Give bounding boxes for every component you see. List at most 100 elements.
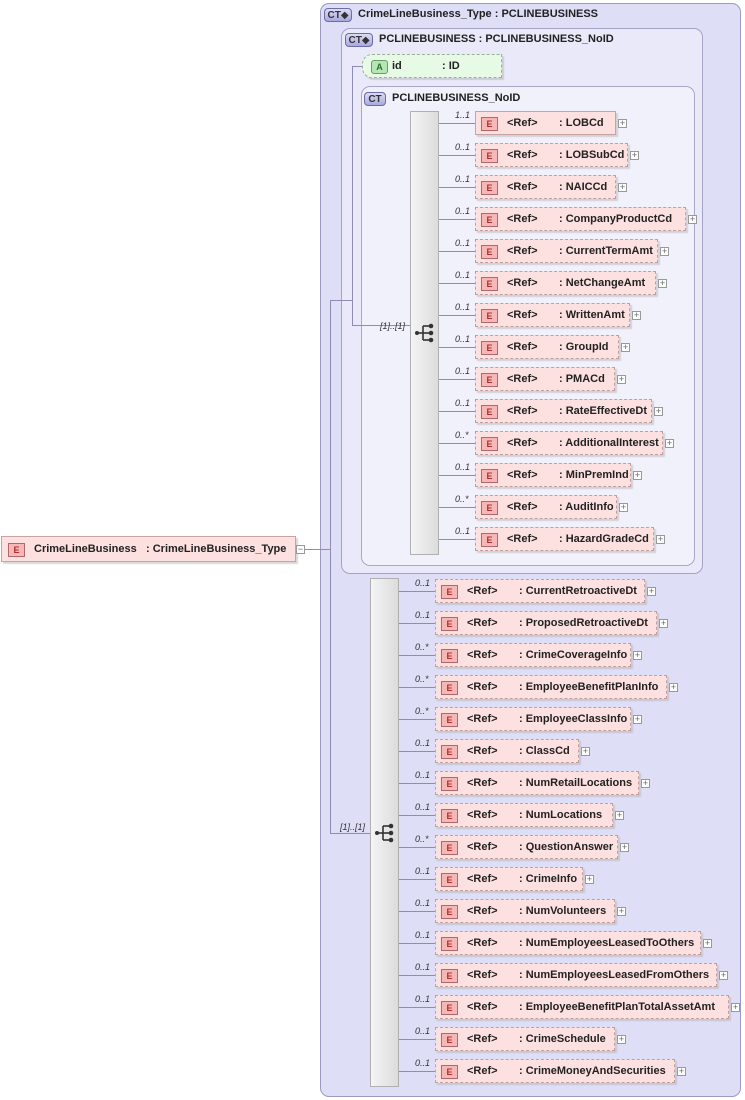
element-badge-icon: E: [481, 373, 498, 387]
plus-expand-icon[interactable]: +: [688, 214, 697, 224]
element-badge-icon: E: [441, 937, 458, 951]
plus-expand-icon[interactable]: +: [731, 1002, 740, 1012]
element-ref-row[interactable]: E<Ref>: NumEmployeesLeasedFromOthers: [435, 963, 717, 987]
element-ref-label: <Ref>: [467, 873, 498, 885]
ct-expanded-icon[interactable]: CT◆: [324, 8, 352, 22]
element-connector-line: [439, 379, 475, 380]
plus-expand-icon[interactable]: +: [620, 842, 629, 852]
element-ref-label: <Ref>: [467, 617, 498, 629]
element-badge-icon: E: [441, 809, 458, 823]
element-ref-row[interactable]: E<Ref>: LOBCd: [475, 111, 616, 135]
element-ref-row[interactable]: E<Ref>: EmployeeBenefitPlanTotalAssetAmt: [435, 995, 729, 1019]
element-ref-row[interactable]: E<Ref>: AuditInfo: [475, 495, 617, 519]
noid-type-title: PCLINEBUSINESS_NoID: [392, 92, 521, 104]
element-ref-label: <Ref>: [507, 405, 538, 417]
element-ref-row[interactable]: E<Ref>: CrimeInfo: [435, 867, 583, 891]
element-cardinality: 0..1: [415, 866, 431, 876]
root-element-crimelinebusiness[interactable]: E CrimeLineBusiness : CrimeLineBusiness_…: [1, 536, 296, 562]
attribute-id[interactable]: A id : ID: [362, 54, 502, 78]
plus-expand-icon[interactable]: +: [632, 310, 641, 320]
element-connector-line: [399, 847, 435, 848]
element-ref-row[interactable]: E<Ref>: NetChangeAmt: [475, 271, 656, 295]
element-badge-icon: E: [441, 585, 458, 599]
plus-expand-icon[interactable]: +: [658, 278, 667, 288]
plus-expand-icon[interactable]: +: [619, 502, 628, 512]
element-cardinality: 0..*: [415, 674, 429, 684]
plus-expand-icon[interactable]: +: [656, 534, 665, 544]
plus-expand-icon[interactable]: +: [660, 246, 669, 256]
element-ref-label: <Ref>: [467, 585, 498, 597]
element-connector-line: [439, 443, 475, 444]
element-ref-row[interactable]: E<Ref>: CurrentRetroactiveDt: [435, 579, 645, 603]
element-ref-name: : NAICCd: [559, 181, 608, 193]
plus-expand-icon[interactable]: +: [659, 618, 668, 628]
plus-expand-icon[interactable]: +: [677, 1066, 686, 1076]
element-ref-row[interactable]: E<Ref>: NAICCd: [475, 175, 616, 199]
element-ref-label: <Ref>: [467, 809, 498, 821]
plus-expand-icon[interactable]: +: [669, 682, 678, 692]
plus-expand-icon[interactable]: +: [647, 586, 656, 596]
element-ref-row[interactable]: E<Ref>: WrittenAmt: [475, 303, 630, 327]
ct-expanded-icon[interactable]: CT◆: [345, 33, 373, 47]
plus-expand-icon[interactable]: +: [633, 470, 642, 480]
plus-expand-icon[interactable]: +: [585, 874, 594, 884]
element-ref-row[interactable]: E<Ref>: CompanyProductCd: [475, 207, 686, 231]
plus-expand-icon[interactable]: +: [630, 150, 639, 160]
element-connector-line: [439, 475, 475, 476]
plus-expand-icon[interactable]: +: [633, 650, 642, 660]
plus-expand-icon[interactable]: +: [654, 406, 663, 416]
plus-expand-icon[interactable]: +: [615, 810, 624, 820]
element-ref-row[interactable]: E<Ref>: CrimeCoverageInfo: [435, 643, 631, 667]
element-badge-icon: E: [481, 277, 498, 291]
element-cardinality: 0..1: [415, 610, 431, 620]
outer-type-title: CrimeLineBusiness_Type : PCLINEBUSINESS: [358, 8, 599, 20]
element-ref-row[interactable]: E<Ref>: CurrentTermAmt: [475, 239, 658, 263]
plus-expand-icon[interactable]: +: [621, 342, 630, 352]
collapse-icon[interactable]: −: [296, 544, 305, 554]
plus-expand-icon[interactable]: +: [633, 714, 642, 724]
element-ref-label: <Ref>: [507, 437, 538, 449]
root-connector-line: [296, 549, 330, 550]
element-ref-row[interactable]: E<Ref>: NumVolunteers: [435, 899, 615, 923]
element-ref-row[interactable]: E<Ref>: HazardGradeCd: [475, 527, 654, 551]
sequence-compositor-icon[interactable]: [374, 823, 396, 843]
element-ref-row[interactable]: E<Ref>: CrimeSchedule: [435, 1027, 615, 1051]
plus-expand-icon[interactable]: +: [665, 438, 674, 448]
plus-expand-icon[interactable]: +: [703, 938, 712, 948]
element-ref-row[interactable]: E<Ref>: CrimeMoneyAndSecurities: [435, 1059, 675, 1083]
element-ref-row[interactable]: E<Ref>: NumLocations: [435, 803, 613, 827]
element-ref-row[interactable]: E<Ref>: AdditionalInterest: [475, 431, 663, 455]
element-ref-row[interactable]: E<Ref>: LOBSubCd: [475, 143, 628, 167]
element-ref-label: <Ref>: [467, 713, 498, 725]
element-ref-row[interactable]: E<Ref>: EmployeeBenefitPlanInfo: [435, 675, 667, 699]
element-ref-row[interactable]: E<Ref>: ProposedRetroactiveDt: [435, 611, 657, 635]
element-ref-row[interactable]: E<Ref>: QuestionAnswer: [435, 835, 618, 859]
element-ref-row[interactable]: E<Ref>: EmployeeClassInfo: [435, 707, 631, 731]
element-ref-row[interactable]: E<Ref>: NumEmployeesLeasedToOthers: [435, 931, 701, 955]
element-cardinality: 0..1: [455, 334, 471, 344]
element-connector-line: [439, 251, 475, 252]
noid-sequence-cardinality: [1]..[1]: [380, 321, 406, 331]
element-badge-icon: E: [441, 905, 458, 919]
plus-expand-icon[interactable]: +: [617, 1034, 626, 1044]
element-ref-row[interactable]: E<Ref>: GroupId: [475, 335, 619, 359]
element-connector-line: [399, 943, 435, 944]
plus-expand-icon[interactable]: +: [617, 906, 626, 916]
element-ref-row[interactable]: E<Ref>: NumRetailLocations: [435, 771, 639, 795]
element-ref-row[interactable]: E<Ref>: PMACd: [475, 367, 615, 391]
plus-expand-icon[interactable]: +: [719, 970, 728, 980]
plus-expand-icon[interactable]: +: [581, 746, 590, 756]
plus-expand-icon[interactable]: +: [641, 778, 650, 788]
element-badge-icon: E: [441, 1033, 458, 1047]
element-connector-line: [399, 655, 435, 656]
element-ref-name: : NumEmployeesLeasedFromOthers: [519, 969, 710, 981]
element-ref-name: : ProposedRetroactiveDt: [519, 617, 648, 629]
plus-expand-icon[interactable]: +: [618, 118, 627, 128]
element-ref-row[interactable]: E<Ref>: RateEffectiveDt: [475, 399, 652, 423]
element-ref-row[interactable]: E<Ref>: ClassCd: [435, 739, 579, 763]
element-ref-row[interactable]: E<Ref>: MinPremInd: [475, 463, 631, 487]
plus-expand-icon[interactable]: +: [617, 374, 626, 384]
sequence-compositor-icon[interactable]: [414, 323, 436, 343]
element-ref-name: : MinPremInd: [559, 469, 629, 481]
plus-expand-icon[interactable]: +: [618, 182, 627, 192]
